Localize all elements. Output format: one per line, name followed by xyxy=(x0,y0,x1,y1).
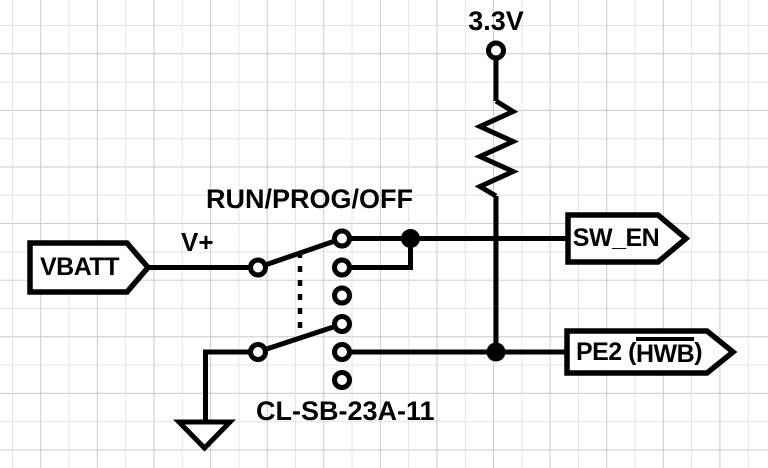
pe2-label-suffix: ) xyxy=(694,337,703,366)
power-symbol-icon xyxy=(486,40,506,61)
switch-pin2-contact xyxy=(332,257,352,278)
vplus-net-label: V+ xyxy=(181,227,214,257)
switch-pin1-contact xyxy=(332,228,352,249)
wire-pin2-jog xyxy=(350,238,413,270)
switch-pin6-contact xyxy=(332,370,352,390)
sw-en-flag-label: SW_EN xyxy=(572,224,660,252)
switch-part-number-label: CL-SB-23A-11 xyxy=(256,396,435,426)
junction-dot-pe2 xyxy=(486,342,506,362)
switch-common-top-contact xyxy=(248,257,268,278)
power-net-label: 3.3V xyxy=(468,5,524,36)
vbatt-flag-label: VBATT xyxy=(40,253,119,281)
switch-contacts xyxy=(248,228,352,390)
ground-symbol-icon xyxy=(173,419,236,452)
switch-pin5-contact xyxy=(332,342,352,362)
switch-common-bottom-contact xyxy=(248,342,268,362)
wire-switch-to-ground xyxy=(203,349,251,422)
resistor-symbol xyxy=(473,98,520,199)
switch-pin3-contact xyxy=(332,285,352,306)
pe2-label-prefix: PE2 ( xyxy=(575,337,637,366)
wire-group xyxy=(148,58,568,422)
sw-en-flag-shape xyxy=(565,212,691,265)
switch-function-label: RUN/PROG/OFF xyxy=(206,184,413,214)
vbatt-flag-shape xyxy=(27,240,152,295)
junction-dot-swen xyxy=(401,229,420,248)
pe2-flag-shape xyxy=(564,328,738,376)
switch-pin4-contact xyxy=(332,314,352,334)
pe2-flag-label: PE2 (HWB) xyxy=(569,333,709,371)
pe2-label-overlined: HWB xyxy=(635,337,695,367)
flag-group xyxy=(27,212,738,376)
